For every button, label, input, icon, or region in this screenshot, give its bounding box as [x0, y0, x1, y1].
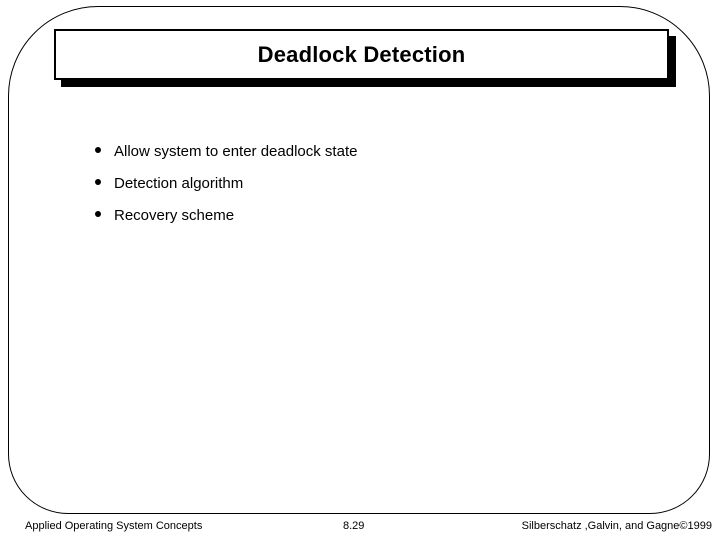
- bullet-dot-icon: [95, 147, 101, 153]
- bullet-item: Detection algorithm: [95, 174, 357, 193]
- bullet-text: Recovery scheme: [114, 207, 235, 224]
- bullet-item: Allow system to enter deadlock state: [95, 142, 357, 161]
- footer-authors: Silberschatz ,Galvin, and Gagne©1999: [521, 520, 712, 532]
- footer-page-number: 8.29: [343, 520, 365, 532]
- slide-border: [8, 6, 710, 514]
- slide-title: Deadlock Detection: [257, 41, 466, 67]
- slide-title-bar: Deadlock Detection: [54, 29, 669, 80]
- footer-book-title: Applied Operating System Concepts: [25, 520, 203, 532]
- bullet-dot-icon: [95, 211, 101, 217]
- slide-footer: Applied Operating System Concepts 8.29 S…: [0, 519, 720, 533]
- bullet-list: Allow system to enter deadlock state Det…: [95, 142, 357, 238]
- bullet-dot-icon: [95, 179, 101, 185]
- bullet-text: Detection algorithm: [114, 175, 244, 192]
- bullet-text: Allow system to enter deadlock state: [114, 143, 358, 160]
- bullet-item: Recovery scheme: [95, 206, 357, 225]
